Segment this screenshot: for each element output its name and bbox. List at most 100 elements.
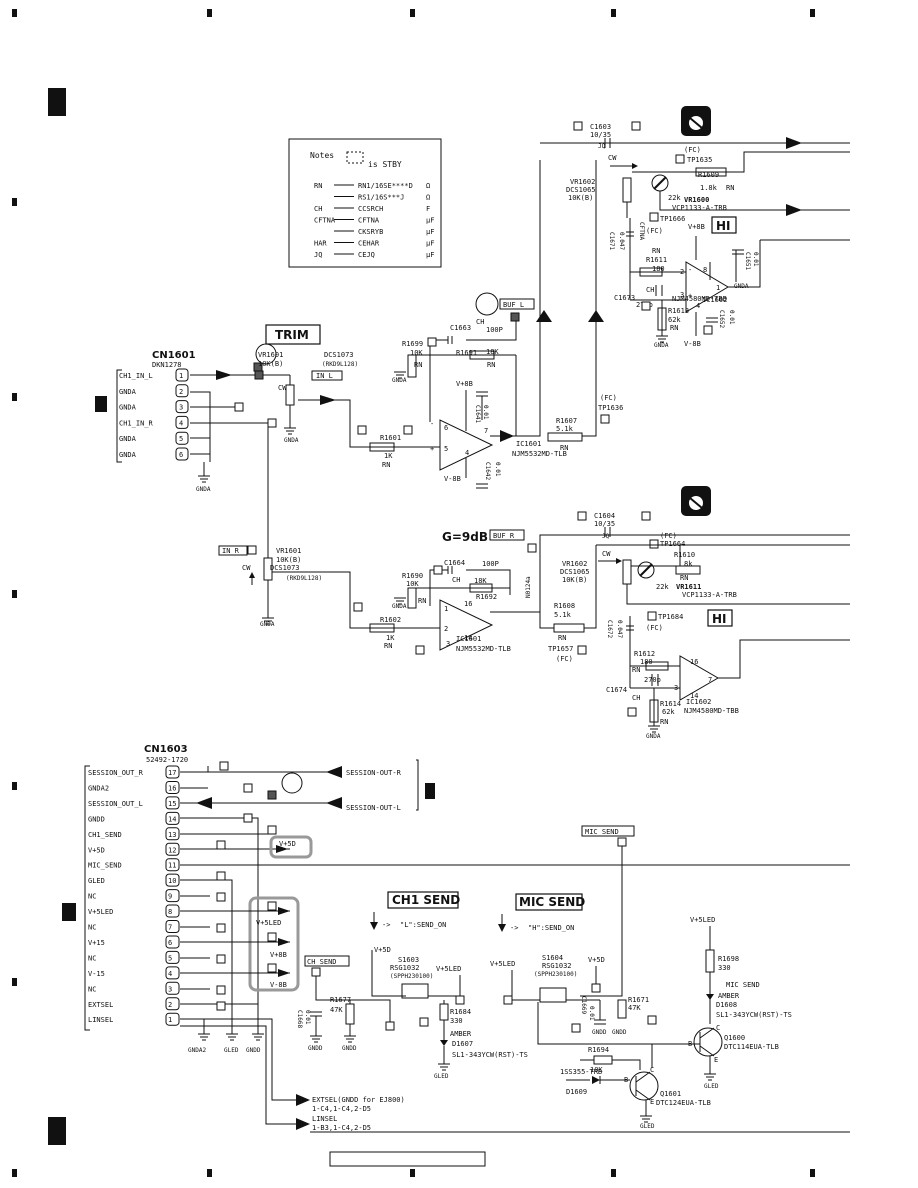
svg-text:E: E [650, 1098, 654, 1106]
svg-text:-: - [688, 266, 692, 274]
svg-text:CH: CH [632, 694, 640, 702]
notes-desc: CFTNA [358, 217, 380, 225]
svg-text:DTC114EUA-TLB: DTC114EUA-TLB [724, 1043, 779, 1051]
svg-text:2: 2 [444, 625, 448, 633]
frame-marks [12, 9, 815, 1177]
cn1603-pin-number: 13 [168, 831, 176, 839]
svg-text:SL1-343YCW(RST)-TS: SL1-343YCW(RST)-TS [716, 1011, 792, 1019]
svg-text:2: 2 [680, 268, 684, 276]
cn1603-pin-number: 1 [168, 1016, 172, 1024]
svg-text:DCS1065: DCS1065 [566, 186, 596, 194]
svg-text:(FC): (FC) [556, 655, 573, 663]
svg-text:4: 4 [465, 449, 469, 457]
svg-text:CW: CW [278, 384, 287, 392]
svg-text:4: 4 [696, 302, 700, 310]
svg-text:CW: CW [608, 154, 617, 162]
notes-unit: μF [426, 240, 434, 248]
svg-text:IC1601: IC1601 [516, 440, 541, 448]
svg-text:R1610: R1610 [674, 551, 695, 559]
svg-text:C1674: C1674 [606, 686, 627, 694]
svg-text:RN: RN [384, 642, 392, 650]
cn1603-pin-label: NC [88, 954, 96, 962]
cn1601-pin-number: 4 [179, 419, 183, 427]
svg-text:+: + [688, 292, 692, 300]
svg-text:R1699: R1699 [402, 340, 423, 348]
cn1603-pin-number: 2 [168, 1001, 172, 1009]
notes-unit: μF [426, 251, 434, 259]
svg-text:TP1666: TP1666 [660, 215, 685, 223]
svg-text:10K(B): 10K(B) [568, 194, 593, 202]
svg-text:RN: RN [726, 184, 734, 192]
svg-text:R1677: R1677 [330, 996, 351, 1004]
notes-symbol: RN [314, 182, 322, 190]
cn1601-pin-label: GNDA [119, 388, 137, 396]
cn1601-gnd: GNDA [196, 486, 211, 493]
svg-text:5.1k: 5.1k [554, 611, 572, 619]
svg-text:E: E [714, 1056, 718, 1064]
svg-text:Q1601: Q1601 [660, 1090, 681, 1098]
svg-text:3: 3 [680, 291, 684, 299]
cn1603-pin-label: NC [88, 985, 96, 993]
notes-unit: Ω [426, 182, 430, 190]
svg-text:8k: 8k [684, 560, 693, 568]
svg-text:IC1602: IC1602 [686, 698, 711, 706]
svg-text:C1663: C1663 [450, 324, 471, 332]
svg-text:BUF_L: BUF_L [503, 301, 524, 309]
svg-text:N0124a: N0124a [525, 576, 532, 598]
svg-text:GNDA: GNDA [654, 342, 669, 349]
svg-text:VR1601: VR1601 [258, 351, 283, 359]
notes-desc: CCSRCH [358, 205, 383, 213]
svg-text:AMBER: AMBER [450, 1030, 472, 1038]
svg-text:14: 14 [464, 634, 472, 642]
svg-text:R1691: R1691 [456, 349, 477, 357]
svg-text:330: 330 [450, 1017, 463, 1025]
svg-text:BUF_R: BUF_R [493, 532, 515, 540]
svg-text:SESSION-OUT-R: SESSION-OUT-R [346, 769, 402, 777]
svg-text:10K(B): 10K(B) [258, 360, 283, 368]
cn1601-pin-label: CH1_IN_L [119, 372, 153, 380]
svg-text:100P: 100P [486, 326, 503, 334]
svg-text:TRIM: TRIM [275, 328, 309, 342]
svg-text:-: - [430, 420, 434, 428]
svg-text:RN: RN [680, 574, 688, 582]
cn1603-pin-label: SESSION_OUT_R [88, 769, 144, 777]
svg-text:10K: 10K [410, 349, 423, 357]
cn1603-pin-number: 4 [168, 970, 172, 978]
cn1603-pin-label: V+5D [88, 846, 105, 854]
svg-text:0.01: 0.01 [304, 1010, 311, 1025]
lower-channel: IN_R VR1601 10K(B) DCS1073 (RKD9L128) CW… [218, 486, 850, 740]
notes-desc: RS1/16S***J [358, 194, 404, 202]
svg-text:G=9dB: G=9dB [442, 530, 488, 544]
svg-text:8: 8 [703, 266, 707, 274]
svg-text:1-C4,1-C4,2-D5: 1-C4,1-C4,2-D5 [312, 1105, 371, 1113]
svg-text:R1612: R1612 [634, 650, 655, 658]
svg-text:GLED: GLED [224, 1047, 239, 1054]
svg-text:TP1684: TP1684 [658, 613, 683, 621]
svg-text:5.1k: 5.1k [556, 425, 574, 433]
svg-text:1: 1 [444, 605, 448, 613]
svg-text:C1604: C1604 [594, 512, 615, 520]
svg-text:V-8B: V-8B [270, 981, 287, 989]
cn1601-pin-number: 6 [179, 451, 183, 459]
svg-text:16: 16 [464, 600, 472, 608]
svg-text:270p: 270p [644, 676, 661, 684]
svg-text:CFTNA: CFTNA [638, 222, 645, 240]
cn1603-pin-label: EXTSEL [88, 1001, 113, 1009]
svg-text:1: 1 [716, 284, 720, 292]
cn1601-pin-label: GNDA [119, 451, 137, 459]
svg-text:VR1602: VR1602 [570, 178, 595, 186]
notes-unit: μF [426, 217, 434, 225]
svg-text:DTC124EUA-TLB: DTC124EUA-TLB [656, 1099, 711, 1107]
svg-text:V+5D: V+5D [279, 840, 296, 848]
cn1603-pin-label: V+5LED [88, 908, 113, 916]
svg-text:JQ: JQ [602, 533, 610, 540]
svg-text:0.01: 0.01 [588, 1006, 595, 1021]
svg-text:18K: 18K [486, 348, 499, 356]
svg-text:R1671: R1671 [628, 996, 649, 1004]
svg-text:22k: 22k [656, 583, 669, 591]
svg-text:EXTSEL(GNDD for EJ800): EXTSEL(GNDD for EJ800) [312, 1096, 405, 1104]
svg-text:RSG1032: RSG1032 [390, 964, 420, 972]
svg-text:3: 3 [446, 640, 450, 648]
cn1601-pin-label: CH1_IN_R [119, 419, 154, 427]
cn1601-pin-label: GNDA [119, 404, 137, 412]
